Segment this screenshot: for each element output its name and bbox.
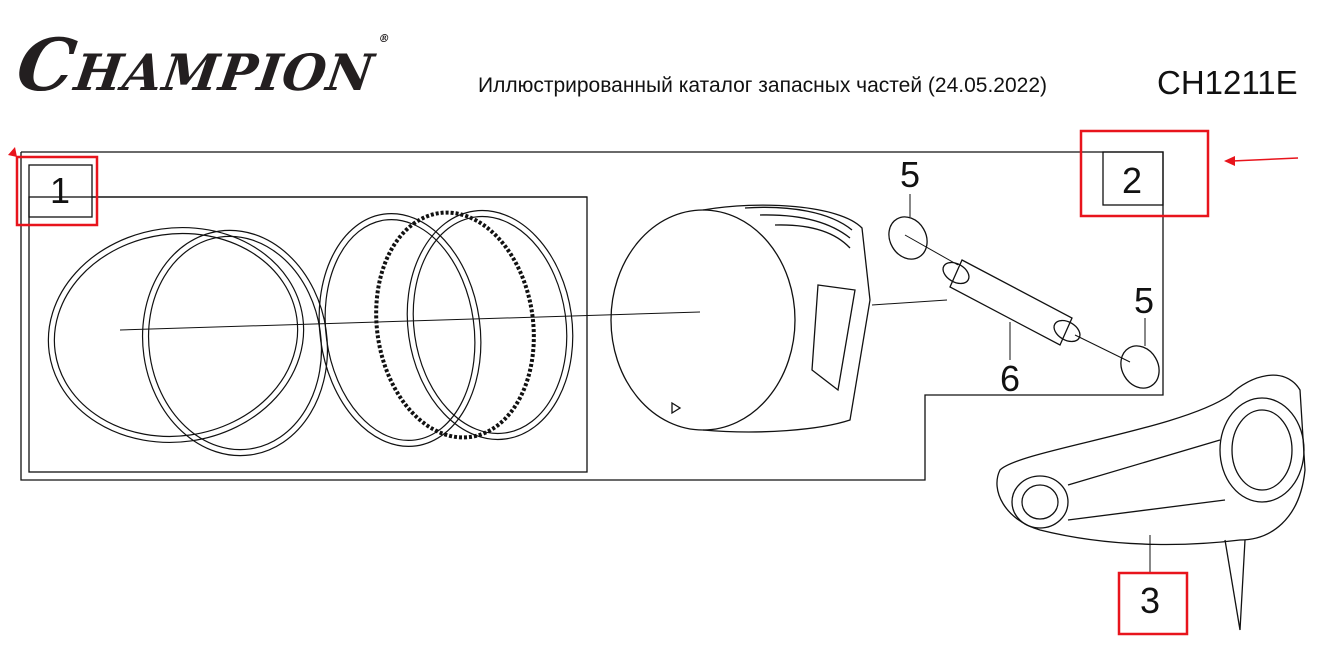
red-arrow bbox=[1231, 157, 1299, 162]
callout-1: 1 bbox=[50, 170, 71, 211]
model-number: CH1211E bbox=[1157, 64, 1298, 101]
circlip-left bbox=[888, 216, 928, 260]
highlight-box-3 bbox=[1117, 571, 1189, 636]
piston-pin bbox=[904, 234, 1131, 363]
catalog-title: Иллюстрированный каталог запасных частей… bbox=[478, 74, 1047, 97]
highlight-marks bbox=[8, 129, 1299, 636]
highlight-box-1 bbox=[15, 155, 99, 227]
assembly-frame bbox=[20, 151, 1164, 481]
callout-5-left: 5 bbox=[900, 154, 921, 195]
piston-rings bbox=[47, 209, 574, 457]
piston bbox=[610, 204, 871, 433]
red-corner-marker bbox=[8, 147, 17, 157]
callout-box-2 bbox=[1102, 151, 1164, 206]
highlight-box-2 bbox=[1079, 129, 1210, 218]
connecting-rod bbox=[996, 374, 1306, 631]
callout-box-1 bbox=[28, 164, 93, 218]
callout-6: 6 bbox=[1000, 358, 1021, 399]
circlip-right bbox=[1120, 345, 1160, 389]
callout-3: 3 bbox=[1140, 580, 1161, 621]
callout-2: 2 bbox=[1122, 160, 1143, 201]
callout-5-right: 5 bbox=[1134, 280, 1155, 321]
